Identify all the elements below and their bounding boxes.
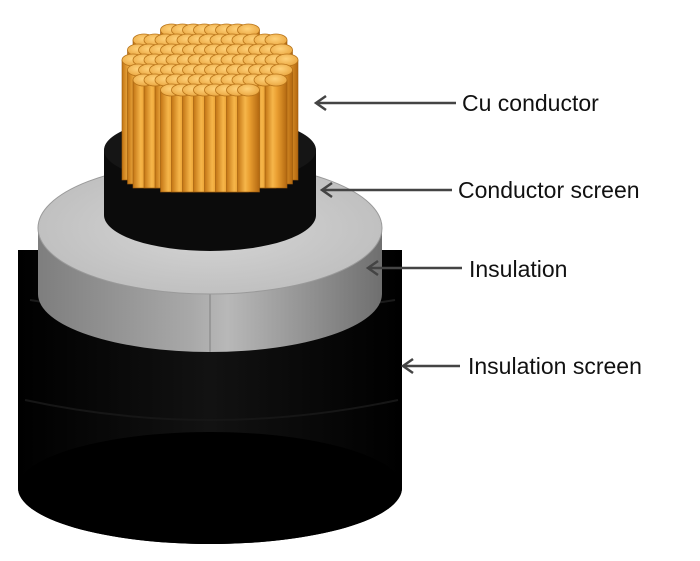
- left-arrow-icon: [400, 357, 460, 375]
- copper-strand-end: [264, 73, 288, 87]
- cu-conductor-ends: [121, 23, 299, 97]
- insulation-label: Insulation: [469, 256, 568, 282]
- left-arrow-icon: [319, 181, 452, 199]
- copper-strand: [264, 79, 288, 189]
- copper-strand: [237, 89, 260, 193]
- conductor-screen-label: Conductor screen: [458, 177, 640, 203]
- copper-strand-end: [237, 83, 260, 97]
- left-arrow-icon: [365, 259, 462, 277]
- insulation-screen-label: Insulation screen: [468, 353, 642, 379]
- arrows: [313, 94, 462, 375]
- left-arrow-icon: [313, 94, 456, 112]
- cu-conductor-label: Cu conductor: [462, 90, 599, 116]
